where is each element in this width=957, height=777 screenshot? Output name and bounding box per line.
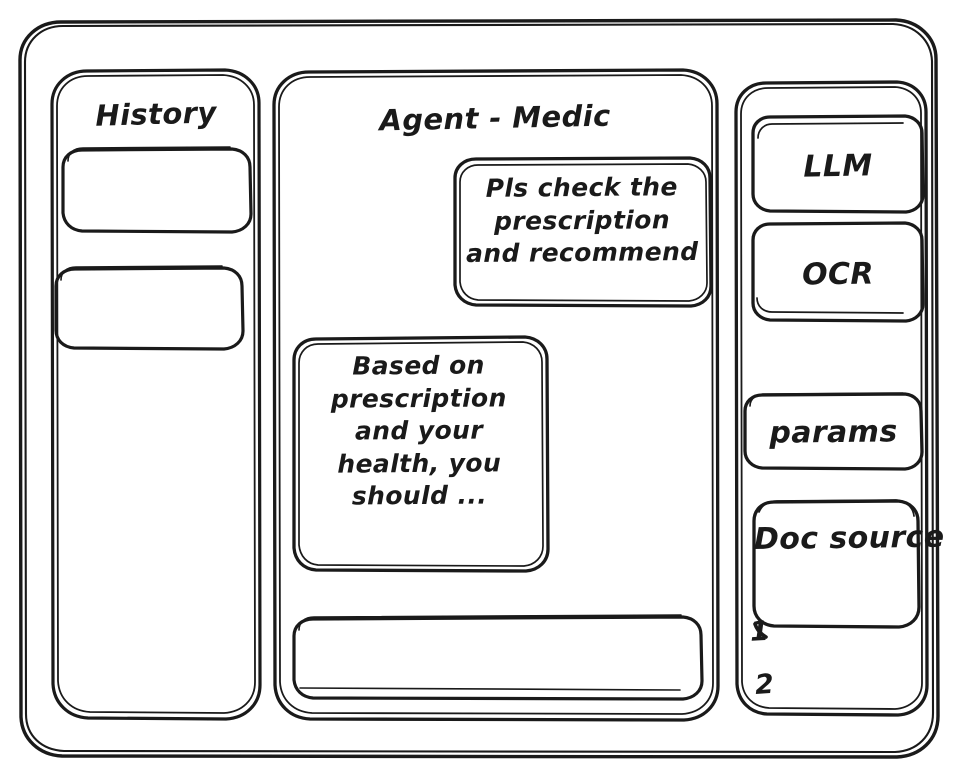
tool-label-doc-source: Doc source [753, 519, 945, 558]
history-panel-stroke [50, 68, 262, 721]
composer-stroke [292, 614, 704, 701]
history-item[interactable] [63, 149, 251, 232]
doc-source-item-1[interactable]: 1 [749, 615, 770, 648]
source-1-stroke [753, 622, 768, 639]
tool-label-ocr: OCR [801, 256, 875, 293]
tool-doc-source-stroke [752, 499, 921, 629]
doc-source-item-2[interactable]: 2 [753, 668, 776, 702]
tool-label-llm: LLM [803, 148, 873, 185]
tool-ocr-stroke [751, 221, 925, 323]
tool-label-params: params [769, 414, 898, 451]
history-item-2-stroke [54, 265, 245, 351]
user-message-text: Pls check the prescription and recommend [465, 172, 699, 269]
history-item-1-stroke [61, 146, 253, 234]
window-frame-stroke [18, 18, 940, 759]
agent-panel-stroke [272, 68, 720, 722]
tool-llm-stroke [751, 114, 925, 214]
message-input[interactable] [294, 617, 702, 699]
tools-panel-stroke [734, 80, 929, 717]
history-item[interactable] [56, 268, 243, 349]
history-panel-title: History [94, 95, 218, 133]
user-bubble-stroke [453, 156, 713, 308]
tool-params-stroke [743, 392, 924, 471]
agent-message-text: Based on prescription and your health, y… [330, 350, 507, 511]
agent-bubble-stroke [292, 335, 550, 573]
